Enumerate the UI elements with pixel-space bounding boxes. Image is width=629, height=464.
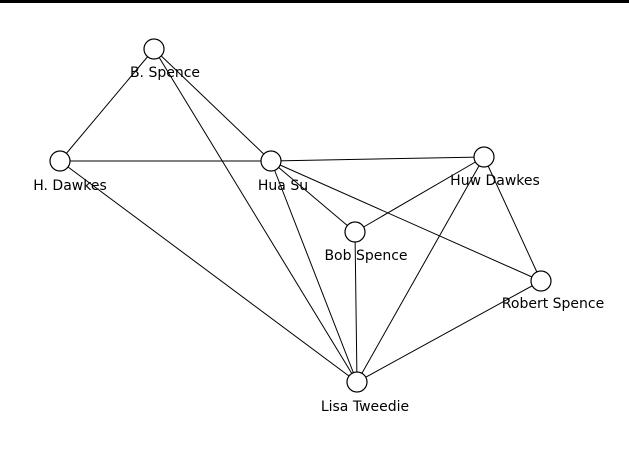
node-label-lisa-tweedie: Lisa Tweedie	[321, 399, 409, 415]
node-label-h-dawkes: H. Dawkes	[33, 178, 107, 194]
edge-b-spence-hua-su	[153, 48, 272, 162]
edge-b-spence-h-dawkes	[59, 48, 155, 162]
edge-bob-spence-lisa-tweedie	[354, 231, 358, 383]
top-border	[0, 0, 629, 3]
edge-robert-spence-lisa-tweedie	[356, 280, 542, 383]
edge-hua-su-bob-spence	[270, 160, 356, 233]
node-huw-dawkes[interactable]	[473, 146, 495, 168]
edge-hua-su-lisa-tweedie	[270, 160, 358, 383]
edge-hua-su-huw-dawkes	[270, 156, 485, 162]
edge-hua-su-robert-spence	[270, 160, 542, 282]
node-h-dawkes[interactable]	[49, 150, 71, 172]
node-label-b-spence: B. Spence	[130, 65, 200, 81]
node-label-hua-su: Hua Su	[258, 178, 308, 194]
node-label-bob-spence: Bob Spence	[324, 248, 407, 264]
edge-b-spence-lisa-tweedie	[153, 48, 358, 383]
nodes-layer	[49, 38, 552, 393]
node-bob-spence[interactable]	[344, 221, 366, 243]
node-label-huw-dawkes: Huw Dawkes	[450, 173, 540, 189]
node-lisa-tweedie[interactable]	[346, 371, 368, 393]
edge-huw-dawkes-lisa-tweedie	[356, 156, 485, 383]
node-label-robert-spence: Robert Spence	[502, 296, 604, 312]
edge-huw-dawkes-bob-spence	[354, 156, 485, 233]
edge-h-dawkes-lisa-tweedie	[59, 160, 358, 383]
node-robert-spence[interactable]	[530, 270, 552, 292]
edge-huw-dawkes-robert-spence	[483, 156, 542, 282]
node-hua-su[interactable]	[260, 150, 282, 172]
edges-layer	[59, 48, 542, 383]
node-b-spence[interactable]	[143, 38, 165, 60]
